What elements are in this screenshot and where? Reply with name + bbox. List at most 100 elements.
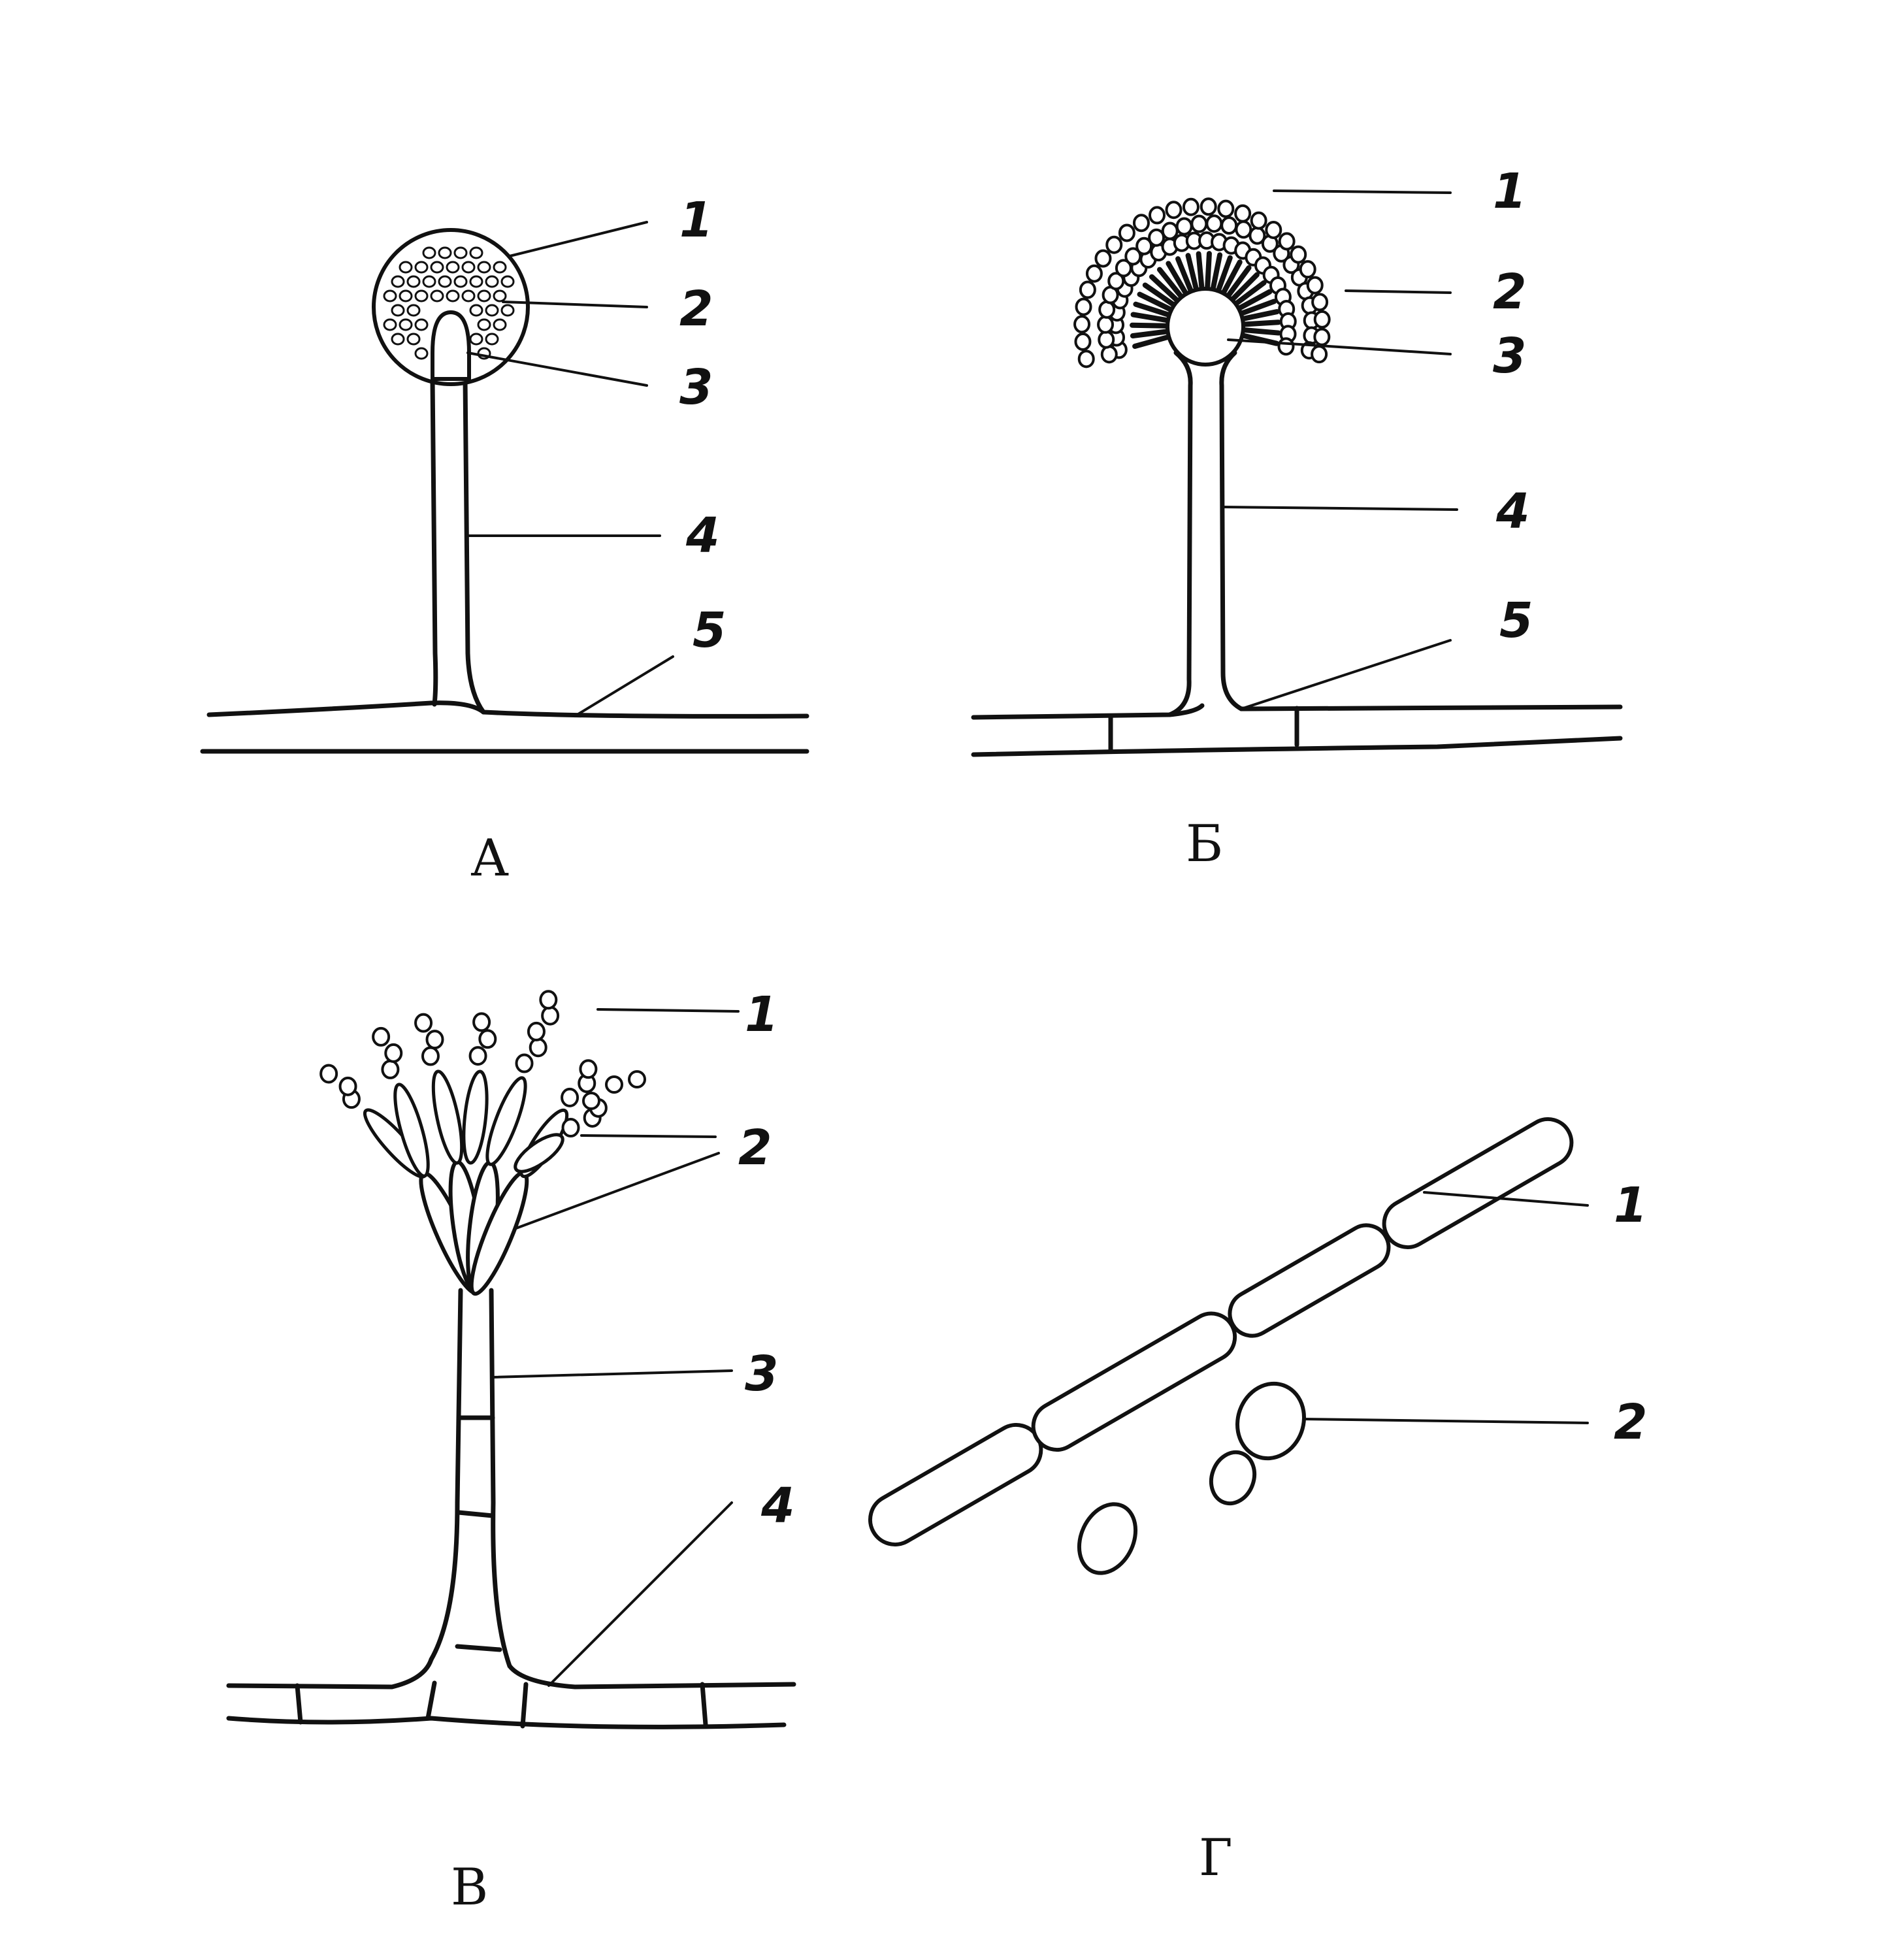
- conidium: [1280, 233, 1294, 249]
- panel-b-callout-5: 5: [1499, 593, 1533, 649]
- conidium: [1099, 332, 1113, 348]
- conidium: [1120, 225, 1134, 240]
- phialide: [427, 1070, 467, 1166]
- conidium: [1096, 251, 1110, 267]
- panel-a-callout-3: 3: [679, 359, 713, 416]
- conidium: [542, 1007, 558, 1024]
- panel-b-callout-4: 4: [1495, 483, 1530, 540]
- conidium: [1102, 346, 1117, 362]
- conidium: [1314, 329, 1329, 345]
- conidium: [1313, 294, 1327, 310]
- sterigma: [1135, 337, 1169, 346]
- conidium: [1081, 282, 1095, 298]
- panel-v-hypha: [229, 1659, 794, 1687]
- conidium: [606, 1077, 622, 1092]
- conidium: [1163, 223, 1177, 239]
- panel-b-callout-3: 3: [1493, 328, 1527, 384]
- sterigma: [1207, 253, 1209, 289]
- conidium: [563, 1119, 579, 1136]
- sterigma: [1243, 322, 1279, 324]
- conidium: [1098, 317, 1113, 333]
- conidium: [470, 1047, 486, 1064]
- conidium: [382, 1061, 398, 1078]
- panel-g-cell-single: [1069, 1495, 1147, 1582]
- conidium: [385, 1045, 401, 1062]
- conidium: [1167, 202, 1181, 218]
- conidium: [529, 1023, 544, 1040]
- panel-b-label: Б: [1186, 815, 1223, 874]
- panel-v-stalk: [431, 1290, 461, 1659]
- panel-g-callout-1: 1: [1614, 1177, 1648, 1233]
- panel-a-callout-5: 5: [693, 602, 726, 659]
- conidium: [629, 1071, 645, 1087]
- conidium: [1266, 222, 1281, 238]
- panel-a-hypha: [209, 703, 807, 717]
- panel-v-metulae: [358, 1070, 574, 1299]
- conidium: [1315, 312, 1330, 327]
- conidium: [562, 1089, 578, 1106]
- conidium: [583, 1093, 599, 1109]
- panel-g: 1 2 Г: [861, 1109, 1647, 1887]
- conidium: [1075, 334, 1090, 350]
- conidium: [1312, 346, 1326, 362]
- conidium: [1134, 215, 1149, 231]
- panel-a-columella: [433, 312, 469, 379]
- sterigma: [1132, 325, 1167, 326]
- sterigma: [1243, 330, 1279, 333]
- conidium: [1087, 266, 1102, 282]
- panel-v-callout-3: 3: [745, 1346, 779, 1402]
- panel-a-label: А: [470, 829, 509, 888]
- panel-b-vesicle: [1167, 289, 1243, 365]
- conidium: [1177, 218, 1192, 234]
- panel-b-callout-1: 1: [1493, 163, 1527, 220]
- panel-a: 1 2 3 4 5 А: [203, 192, 807, 888]
- conidium: [480, 1030, 495, 1047]
- conidium: [1149, 230, 1164, 246]
- conidium: [1279, 338, 1293, 354]
- conidium: [321, 1066, 336, 1083]
- panel-b-stalk: [1169, 353, 1190, 715]
- conidium: [1235, 206, 1250, 221]
- conidium: [1077, 299, 1091, 315]
- conidium: [1222, 218, 1236, 233]
- panel-g-label: Г: [1199, 1829, 1233, 1887]
- conidium: [340, 1078, 356, 1095]
- conidium: [517, 1055, 532, 1072]
- conidium: [1218, 201, 1233, 217]
- conidium: [1252, 213, 1266, 229]
- panel-a-callout-2: 2: [679, 281, 713, 337]
- conidium: [1308, 278, 1322, 293]
- conidium: [580, 1060, 596, 1077]
- sterigma: [1133, 331, 1168, 336]
- panel-b-callout-2: 2: [1493, 264, 1527, 320]
- conidium: [427, 1031, 443, 1048]
- panel-v-callout-1: 1: [745, 987, 779, 1043]
- conidium: [1079, 351, 1094, 367]
- panel-b: 1 2 3 4 5 Б: [973, 163, 1620, 874]
- conidium: [1301, 261, 1315, 277]
- conidium: [540, 991, 556, 1008]
- conidium: [1192, 216, 1206, 232]
- conidium: [373, 1028, 389, 1045]
- sterigma: [1199, 253, 1202, 289]
- conidium: [1107, 237, 1121, 253]
- conidium: [530, 1039, 546, 1056]
- panel-v-callout-4: 4: [760, 1478, 795, 1534]
- conidium: [1184, 199, 1198, 215]
- panel-a-callout-1: 1: [679, 192, 713, 248]
- panel-a-callout-4: 4: [685, 508, 720, 564]
- conidium: [416, 1015, 431, 1032]
- panel-v-label: В: [451, 1858, 488, 1917]
- panel-g-callout-2: 2: [1614, 1394, 1648, 1450]
- conidium: [1150, 207, 1164, 223]
- conidium: [474, 1013, 489, 1030]
- conidium: [1291, 247, 1305, 263]
- conidium: [1201, 199, 1216, 214]
- panel-v: 1 2 3 4 В: [229, 987, 795, 1917]
- conidium: [423, 1048, 438, 1065]
- conidium: [1207, 216, 1221, 231]
- phialide: [460, 1070, 491, 1164]
- conidium: [1236, 221, 1250, 237]
- conidium: [1075, 316, 1089, 332]
